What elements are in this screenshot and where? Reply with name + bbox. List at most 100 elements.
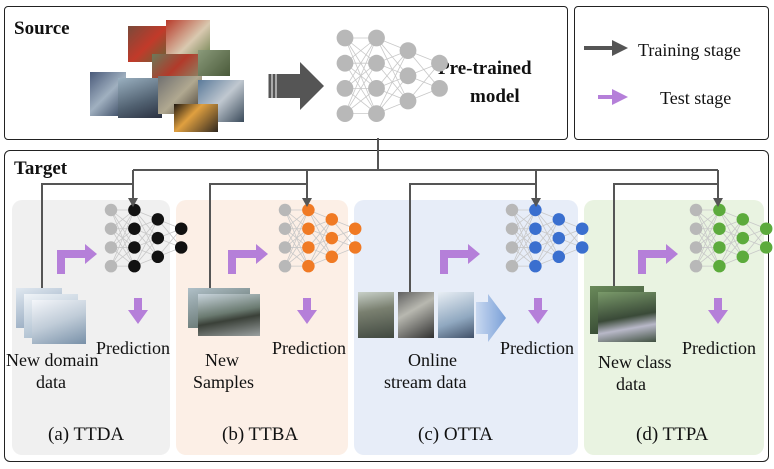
ttda-caption: (a) TTDA bbox=[48, 424, 125, 445]
network-node bbox=[575, 241, 589, 254]
network-node bbox=[348, 222, 362, 235]
online-stream-image-3 bbox=[438, 292, 474, 338]
network-node bbox=[302, 222, 315, 235]
pretrained-label-line1: Pre-trained bbox=[438, 58, 532, 79]
ttba-test-down-arrow bbox=[297, 298, 317, 324]
network-node bbox=[689, 241, 703, 254]
network-node bbox=[399, 42, 417, 59]
network-node bbox=[302, 241, 315, 254]
source-to-model-arrow bbox=[268, 62, 324, 110]
network-node bbox=[348, 241, 362, 254]
online-stream-image-2 bbox=[398, 292, 434, 338]
otta-network bbox=[505, 203, 589, 273]
network-node bbox=[278, 222, 292, 235]
network-node bbox=[431, 54, 448, 72]
otta-prediction-label: Prediction bbox=[500, 338, 574, 358]
network-node bbox=[104, 222, 118, 235]
otta-test-down-arrow bbox=[528, 298, 548, 324]
otta-data-label-line1: Online bbox=[408, 350, 457, 370]
network-node bbox=[689, 203, 703, 217]
network-node bbox=[151, 213, 165, 226]
network-node bbox=[325, 213, 339, 226]
network-node bbox=[713, 241, 726, 254]
source-box bbox=[4, 6, 568, 140]
network-node bbox=[278, 241, 292, 254]
ttba-data-label-line1: New bbox=[205, 350, 239, 370]
otta-test-bent-arrow bbox=[440, 244, 480, 274]
target-label: Target bbox=[14, 158, 68, 179]
network-node bbox=[104, 259, 118, 273]
network-node bbox=[325, 250, 339, 264]
network-node bbox=[128, 241, 141, 254]
ttpa-test-bent-arrow bbox=[638, 244, 678, 274]
network-node bbox=[151, 250, 165, 264]
network-node bbox=[399, 67, 417, 85]
network-node bbox=[278, 203, 292, 217]
network-node bbox=[505, 259, 519, 273]
network-node bbox=[505, 203, 519, 217]
network-node bbox=[128, 203, 141, 217]
network-node bbox=[302, 203, 315, 217]
network-node bbox=[505, 241, 519, 254]
network-node bbox=[104, 203, 118, 217]
network-node bbox=[431, 80, 448, 97]
ttpa-network bbox=[689, 203, 773, 273]
network-node bbox=[529, 259, 542, 273]
network-node bbox=[368, 105, 385, 122]
new-domain-data-image bbox=[16, 288, 86, 344]
network-node bbox=[759, 222, 773, 235]
network-node bbox=[128, 222, 141, 235]
legend-box bbox=[574, 6, 769, 140]
network-node bbox=[325, 231, 339, 245]
network-node bbox=[713, 222, 726, 235]
network-node bbox=[336, 80, 354, 97]
ttpa-data-label-line2: data bbox=[616, 374, 646, 394]
ttpa-caption: (d) TTPA bbox=[636, 424, 709, 445]
network-node bbox=[399, 92, 417, 110]
network-node bbox=[368, 54, 385, 72]
network-node bbox=[505, 222, 519, 235]
network-node bbox=[336, 105, 354, 122]
legend-test-label: Test stage bbox=[660, 88, 732, 108]
ttpa-test-down-arrow bbox=[708, 298, 728, 324]
otta-caption: (c) OTTA bbox=[418, 424, 493, 445]
network-node bbox=[689, 222, 703, 235]
ttda-test-bent-arrow bbox=[57, 244, 97, 274]
network-node bbox=[736, 231, 750, 245]
pretrained-label-line2: model bbox=[470, 86, 520, 107]
target-box bbox=[4, 150, 769, 462]
ttba-data-label-line2: Samples bbox=[193, 372, 254, 392]
ttba-prediction-label: Prediction bbox=[272, 338, 346, 358]
ttpa-data-label-line1: New class bbox=[598, 352, 672, 372]
network-node bbox=[529, 241, 542, 254]
network-node bbox=[368, 80, 385, 97]
network-node bbox=[151, 231, 165, 245]
network-node bbox=[689, 259, 703, 273]
network-node bbox=[713, 259, 726, 273]
ttda-network bbox=[104, 203, 188, 273]
ttda-data-label-line2: data bbox=[36, 372, 66, 392]
network-node bbox=[575, 222, 589, 235]
network-node bbox=[736, 213, 750, 226]
ttda-prediction-label: Prediction bbox=[96, 338, 170, 358]
network-node bbox=[278, 259, 292, 273]
new-class-data-image bbox=[590, 286, 656, 342]
ttba-test-bent-arrow bbox=[228, 244, 268, 274]
source-image-collage bbox=[90, 20, 246, 132]
network-node bbox=[713, 203, 726, 217]
network-node bbox=[529, 203, 542, 217]
otta-data-label-line2: stream data bbox=[384, 372, 467, 392]
network-node bbox=[552, 213, 566, 226]
network-node bbox=[368, 29, 385, 47]
network-node bbox=[302, 259, 315, 273]
network-node bbox=[336, 54, 354, 72]
network-node bbox=[104, 241, 118, 254]
ttda-data-label-line1: New domain bbox=[6, 350, 99, 370]
network-node bbox=[174, 222, 188, 235]
ttpa-data-feed-line bbox=[613, 183, 718, 286]
legend-training-label: Training stage bbox=[638, 40, 741, 60]
source-label: Source bbox=[14, 18, 70, 39]
ttpa-prediction-label: Prediction bbox=[682, 338, 756, 358]
network-node bbox=[529, 222, 542, 235]
